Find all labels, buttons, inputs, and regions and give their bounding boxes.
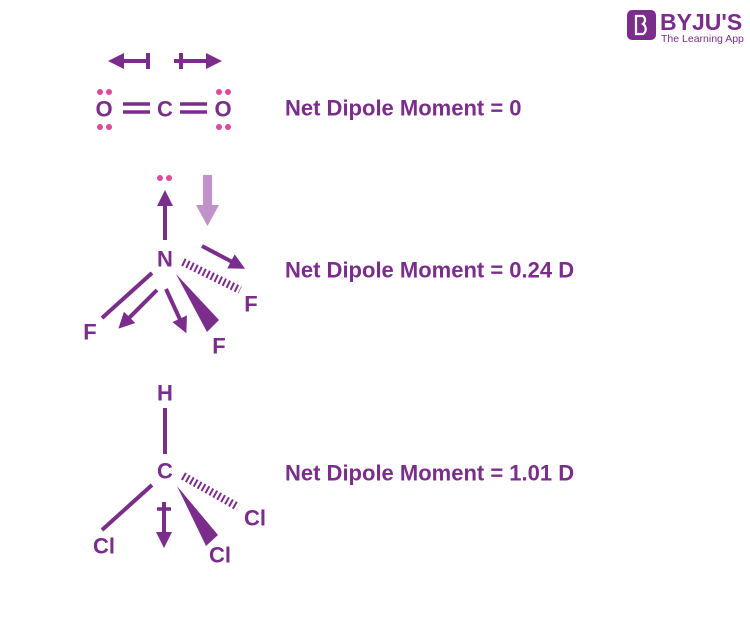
atom-o: O [95,97,112,122]
lone-pair-dots [157,175,172,181]
hashed-bond [181,258,242,294]
wedge-bond [176,274,219,332]
atom-f: F [244,292,257,317]
atom-h: H [157,381,173,406]
co2-molecule: O C O [95,53,232,130]
nf3-dipole-label: Net Dipole Moment = 0.24 D [285,258,574,283]
atom-o: O [214,97,231,122]
dipole-arrow [164,288,187,334]
atom-c: C [157,97,173,122]
byjus-logo: BYJU'S The Learning App [627,9,744,45]
co2-dipole-label: Net Dipole Moment = 0 [285,96,522,121]
atom-f: F [212,334,225,359]
atom-f: F [83,320,96,345]
net-dipole-arrow [196,175,219,226]
atom-cl: Cl [93,534,115,559]
logo-tagline: The Learning App [661,33,744,45]
dipole-arrow [118,288,159,329]
atom-cl: Cl [244,506,266,531]
chcl3-dipole-label: Net Dipole Moment = 1.01 D [285,461,574,486]
logo-brand: BYJU'S [660,9,742,35]
bond [100,271,154,320]
lone-pair-dots [97,89,231,130]
hashed-bond [181,472,240,511]
nf3-molecule: N F F F [83,175,258,359]
atom-cl: Cl [209,543,231,568]
bond [100,483,154,532]
atom-n: N [157,247,173,272]
atom-c: C [157,459,173,484]
chcl3-molecule: H C Cl Cl Cl [93,381,266,568]
dipole-arrow [201,244,246,269]
wedge-bond [177,486,218,546]
